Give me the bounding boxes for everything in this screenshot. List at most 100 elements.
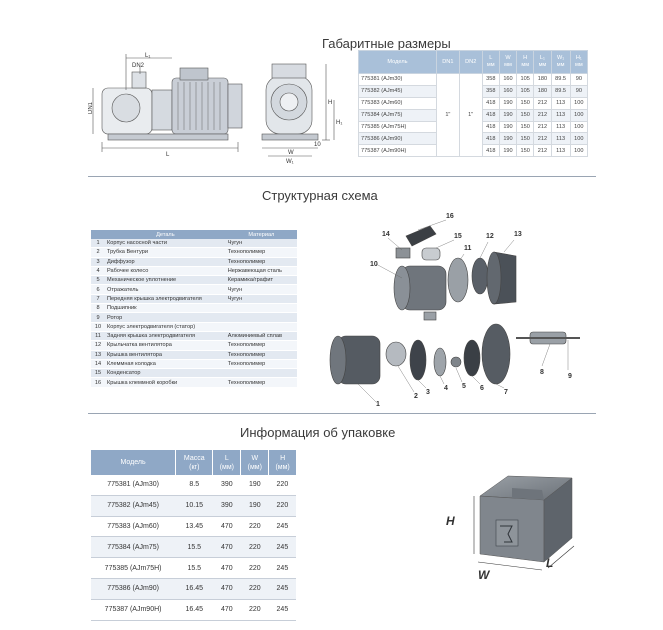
callout-13: 13 <box>514 231 522 238</box>
dims-cell-l: 418 <box>481 120 500 134</box>
label-l1: L₁ <box>145 53 150 59</box>
callout-15: 15 <box>454 233 462 240</box>
dims-cell-w1: 113 <box>550 120 571 134</box>
dims-cell-h1: 100 <box>569 132 589 146</box>
dims-cell-model: 775381 (AJm30) <box>358 73 437 86</box>
pack-cell-h: 245 <box>268 599 296 621</box>
dims-cell-h1: 100 <box>569 120 589 134</box>
pack-cell-model: 775387 (AJm90H) <box>90 599 176 621</box>
parts-cell-material <box>225 368 297 379</box>
pack-header: Модель <box>89 450 176 475</box>
parts-cell-part: Задняя крышка электродвигателя <box>105 331 226 342</box>
dims-cell-w: 160 <box>498 73 518 86</box>
label-h1: H₁ <box>336 120 342 126</box>
pack-cell-model: 775384 (AJm75) <box>90 536 176 559</box>
dims-header: DN2 <box>458 50 483 74</box>
parts-cell-part: Корпус электродвигателя (статор) <box>105 322 226 332</box>
dims-cell-w: 190 <box>498 132 518 146</box>
section-divider-2 <box>88 413 596 414</box>
pack-cell-mass: 10.15 <box>175 495 213 517</box>
dims-cell-model: 775383 (AJm60) <box>358 96 437 110</box>
dims-cell-model: 775387 (AJm90H) <box>358 144 437 158</box>
dims-cell-h1: 100 <box>569 108 589 122</box>
box-label-w: W <box>478 568 490 582</box>
parts-cell-material: Чугун <box>225 239 297 249</box>
pack-header: L(мм) <box>212 450 241 475</box>
parts-cell-part: Диффузор <box>105 257 226 267</box>
callout-2: 2 <box>414 393 418 400</box>
parts-cell-part: Клеммная колодка <box>105 359 226 370</box>
box-label-l: L <box>546 556 554 570</box>
parts-cell-part: Передняя крышка электродвигателя <box>105 294 226 305</box>
parts-cell-part: Конденсатор <box>105 368 226 379</box>
structure-title: Структурная схема <box>262 188 378 203</box>
label-dn2: DN2 <box>132 63 145 69</box>
parts-cell-material: Технополимер <box>225 340 297 351</box>
pack-cell-l: 470 <box>212 516 241 538</box>
dims-cell-w: 190 <box>498 144 518 158</box>
parts-cell-material: Нержавеющая сталь <box>225 266 297 277</box>
label-h: H <box>328 100 332 106</box>
parts-cell-n: 11 <box>91 331 105 342</box>
parts-cell-n: 16 <box>91 377 105 388</box>
pack-cell-model: 775381 (AJm30) <box>90 475 176 496</box>
parts-cell-part: Отражатель <box>105 284 226 295</box>
dims-cell-dn2: 1" <box>458 72 483 158</box>
dims-cell-h: 105 <box>516 73 535 86</box>
label-10: 10 <box>314 142 321 148</box>
parts-cell-part: Крышка клеммной коробки <box>105 377 226 388</box>
dims-cell-model: 775382 (AJm45) <box>358 84 437 98</box>
pack-cell-l: 470 <box>212 578 241 600</box>
label-dn1: DN1 <box>88 101 94 114</box>
parts-cell-material: Чугун <box>225 284 297 295</box>
dims-cell-h1: 100 <box>569 144 589 158</box>
pack-cell-w: 220 <box>240 578 269 600</box>
parts-cell-n: 15 <box>91 368 105 379</box>
pack-cell-l: 390 <box>212 495 241 517</box>
dims-cell-w1: 113 <box>550 132 571 146</box>
pack-header: H(мм) <box>268 450 296 475</box>
parts-cell-n: 7 <box>91 294 105 305</box>
parts-cell-part: Рабочее колесо <box>105 266 226 277</box>
parts-header-num <box>91 230 105 239</box>
pack-cell-w: 220 <box>240 599 269 621</box>
dims-cell-w1: 89.5 <box>550 84 571 98</box>
parts-cell-part: Ротор <box>105 312 226 323</box>
dims-cell-w1: 113 <box>550 144 571 158</box>
pack-cell-model: 775386 (AJm90) <box>90 578 176 600</box>
dims-cell-l1: 212 <box>533 132 552 146</box>
dims-cell-l: 358 <box>481 84 500 98</box>
callout-6: 6 <box>480 385 484 392</box>
parts-cell-part: Трубка Вентури <box>105 247 226 258</box>
parts-cell-material: Алюминиевый сплав <box>225 331 297 342</box>
dims-cell-model: 775385 (AJm75H) <box>358 120 437 134</box>
parts-cell-material: Технополимер <box>225 257 297 267</box>
section-divider <box>88 176 596 177</box>
pack-cell-l: 470 <box>212 557 241 579</box>
parts-cell-material: Технополимер <box>225 247 297 258</box>
callout-12: 12 <box>486 233 494 240</box>
callout-7: 7 <box>504 389 508 396</box>
pack-cell-h: 245 <box>268 557 296 579</box>
parts-cell-material: Технополимер <box>225 359 297 370</box>
